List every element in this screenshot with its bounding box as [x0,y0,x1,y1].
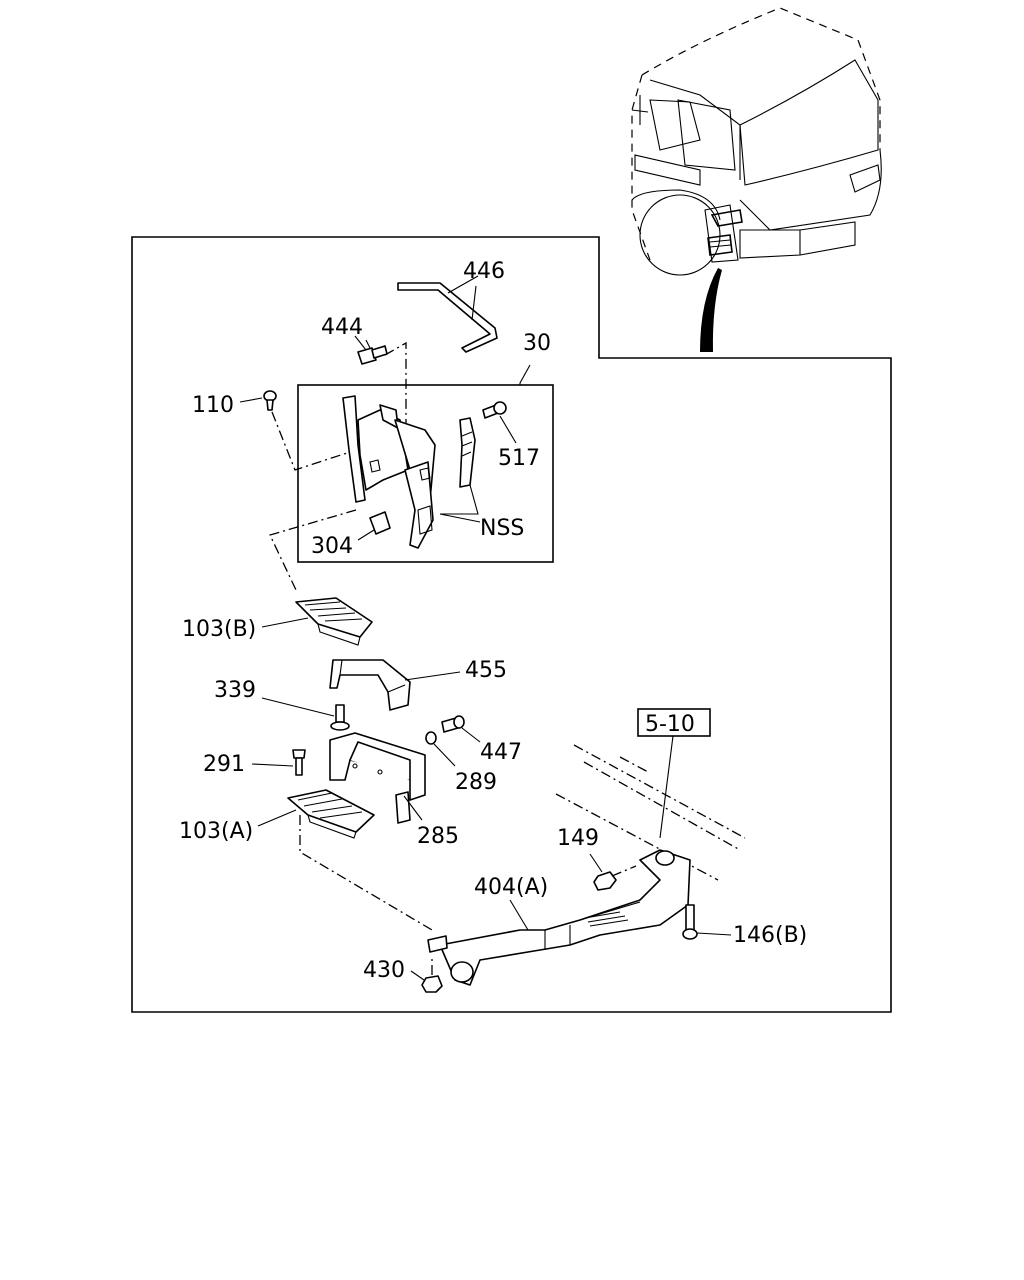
label-110: 110 [192,393,234,418]
label-404A: 404(A) [474,875,548,900]
part-30-bracket [342,395,436,549]
part-291-bolt [292,749,306,776]
label-nss: NSS [480,516,524,541]
label-339: 339 [214,678,256,703]
label-517: 517 [498,446,540,471]
part-146B-bolt [682,904,698,940]
label-285: 285 [417,824,459,849]
part-110-screw [263,390,277,411]
label-30: 30 [523,331,551,356]
part-nss-bracket [459,417,476,488]
part-446-rod [397,282,498,353]
label-455: 455 [465,658,507,683]
part-149-nut [593,871,617,891]
label-304: 304 [311,534,353,559]
label-146B: 146(B) [733,923,807,948]
part-103B-step [295,597,373,646]
label-291: 291 [203,752,245,777]
reference-5-10-box [637,708,711,737]
truck-cab-illustration [631,7,882,352]
label-149: 149 [557,826,599,851]
part-285-bracket [329,732,426,824]
label-103B: 103(B) [182,617,256,642]
label-444: 444 [321,315,363,340]
diagram-frame [131,236,892,1013]
part-289-washer [425,731,437,745]
label-5-10: 5-10 [645,712,695,737]
label-103A: 103(A) [179,819,253,844]
label-430: 430 [363,958,405,983]
part-430-nut [421,975,443,993]
part-404A-stay [427,849,691,986]
part-304-clip [369,511,391,535]
part-339-pin [330,704,350,731]
bracket-group-box [297,384,554,563]
part-455-bracket [329,659,411,711]
part-517-bolt [482,401,507,419]
label-289: 289 [455,770,497,795]
part-447-bolt [441,715,465,733]
chassis-frame-rails [555,744,746,881]
callout-arrow [700,268,722,352]
label-447: 447 [480,740,522,765]
part-103A-step [287,789,375,839]
label-446: 446 [463,259,505,284]
part-444-bolt [357,339,388,365]
